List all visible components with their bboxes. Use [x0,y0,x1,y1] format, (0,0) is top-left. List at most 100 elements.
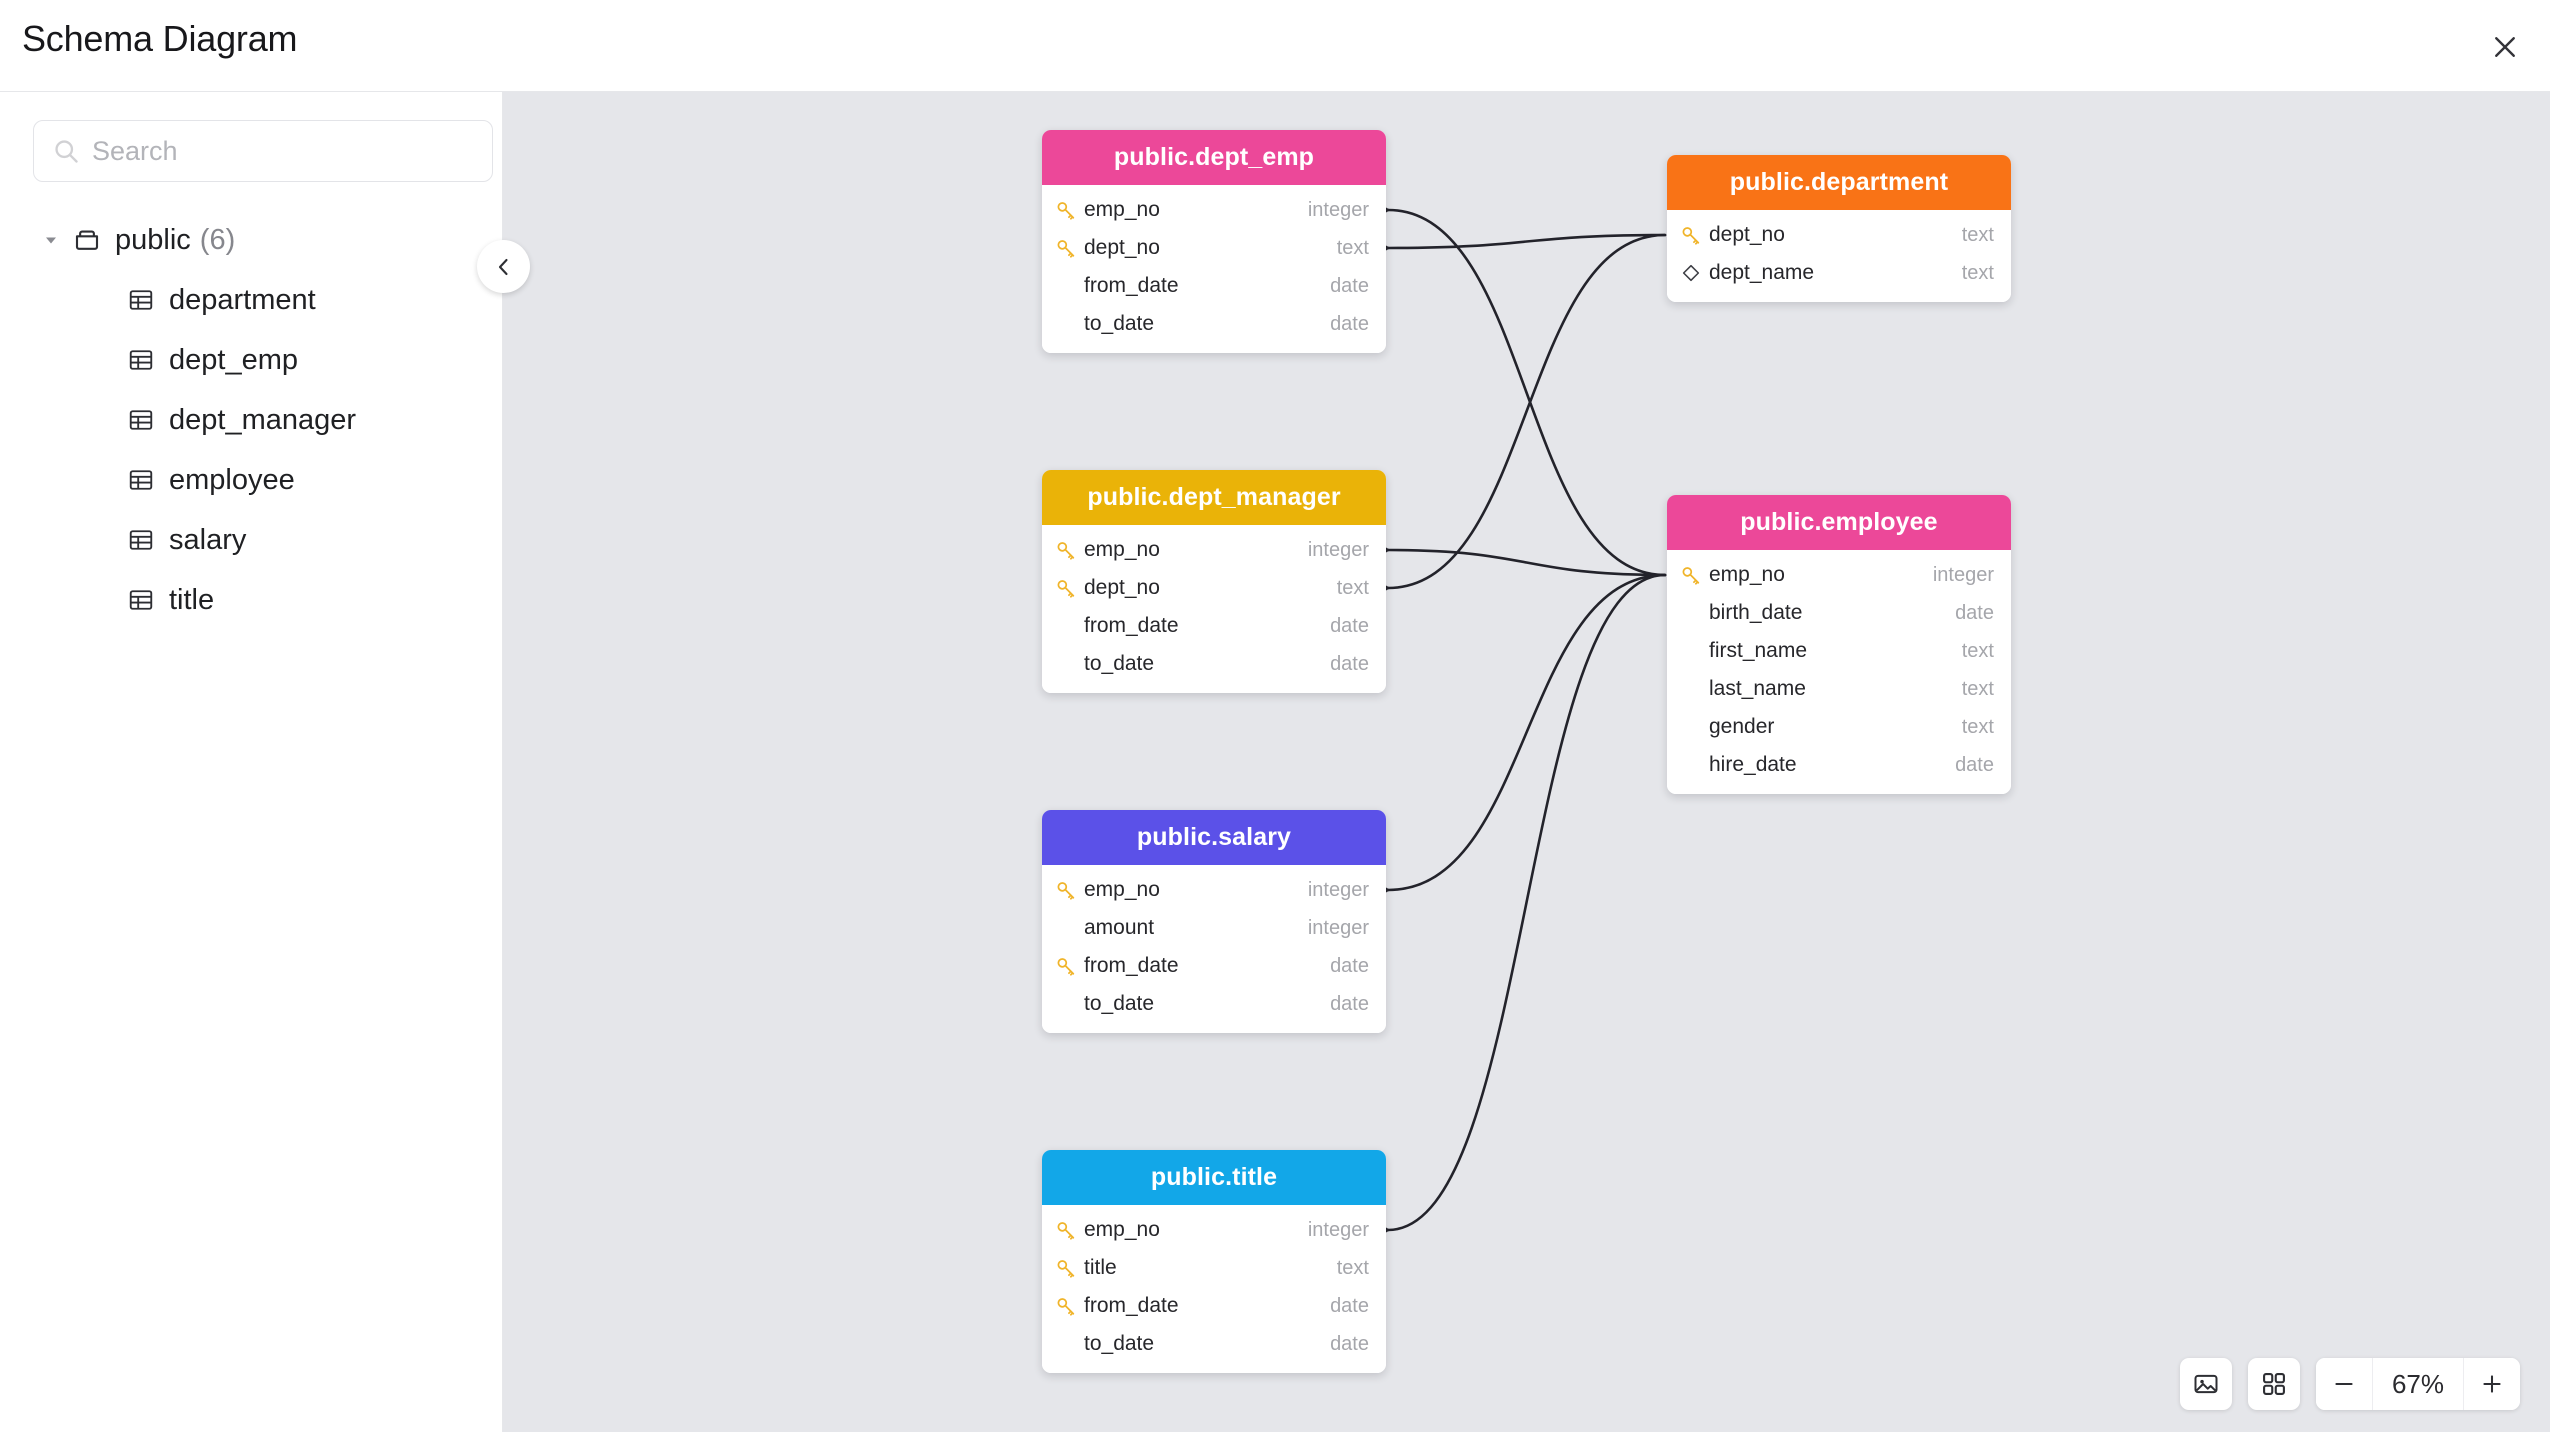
field-name: to_date [1084,992,1155,1015]
field-type: date [1330,312,1369,335]
field-type: date [1330,652,1369,675]
field-type: date [1955,601,1994,624]
table-field-emp_no[interactable]: emp_no integer [1042,871,1386,909]
search-box[interactable] [33,120,493,182]
sidebar-item-label: dept_emp [169,343,298,376]
table-field-dept_no[interactable]: dept_no text [1667,216,2011,254]
tree-node-public[interactable]: public (6) [0,210,503,270]
relationship-edge [1386,208,1667,577]
table-node-title: public.salary [1042,810,1386,865]
diamond-icon [1682,264,1700,282]
sidebar-item-label: employee [169,463,295,496]
field-name: dept_no [1084,236,1160,259]
relationship-edge [1386,573,1667,1232]
field-type: integer [1932,563,1994,586]
table-field-dept_no[interactable]: dept_no text [1042,229,1386,267]
key-icon [1057,202,1075,220]
minus-icon [2335,1382,2353,1386]
tree-node-count: (6) [199,223,236,256]
table-node-title: public.dept_emp [1042,130,1386,185]
sidebar-item-department[interactable]: department [0,270,503,330]
sidebar-item-label: title [169,583,215,616]
relationship-edge [1386,233,1667,250]
table-icon [129,410,153,430]
field-name: emp_no [1084,538,1160,561]
field-type: text [1961,715,1994,738]
sidebar-item-label: dept_manager [169,403,357,436]
field-name: dept_no [1709,223,1785,246]
field-type: date [1955,753,1994,776]
field-name: emp_no [1084,878,1160,901]
field-type: text [1336,1256,1369,1279]
table-field-hire_date[interactable]: hire_date date [1667,746,2011,784]
field-name: last_name [1709,677,1806,700]
table-field-emp_no[interactable]: emp_no integer [1042,531,1386,569]
field-name: hire_date [1709,753,1797,776]
sidebar-item-salary[interactable]: salary [0,510,503,570]
field-name: birth_date [1709,601,1803,624]
key-icon [1057,580,1075,598]
field-name: dept_name [1709,261,1815,284]
key-icon [1057,542,1075,560]
sidebar-item-dept_manager[interactable]: dept_manager [0,390,503,450]
table-field-to_date[interactable]: to_date date [1042,645,1386,683]
search-input[interactable] [92,135,474,167]
table-field-birth_date[interactable]: birth_date date [1667,594,2011,632]
schema-icon [75,230,99,250]
field-name: to_date [1084,652,1155,675]
zoom-in-button[interactable] [2464,1358,2520,1410]
auto-layout-button[interactable] [2248,1358,2300,1410]
field-name: from_date [1084,614,1179,637]
export-image-button[interactable] [2180,1358,2232,1410]
field-type: text [1961,223,1994,246]
zoom-out-button[interactable] [2316,1358,2372,1410]
table-node-title: public.dept_manager [1042,470,1386,525]
caret-down-icon[interactable] [40,229,62,251]
field-type: text [1336,236,1369,259]
zoom-level-label[interactable]: 67% [2372,1358,2464,1410]
relationship-edge [1386,548,1667,577]
table-node-title: public.department [1667,155,2011,210]
field-name: emp_no [1084,198,1160,221]
sidebar-item-employee[interactable]: employee [0,450,503,510]
field-type: integer [1307,538,1369,561]
table-field-to_date[interactable]: to_date date [1042,305,1386,343]
close-button[interactable] [2478,20,2532,74]
collapse-sidebar-button[interactable] [477,240,530,293]
sidebar-item-dept_emp[interactable]: dept_emp [0,330,503,390]
key-icon [1057,1260,1075,1278]
key-icon [1682,227,1700,245]
sidebar-item-title[interactable]: title [0,570,503,630]
field-type: integer [1307,878,1369,901]
key-icon [1057,1222,1075,1240]
table-icon [129,590,153,610]
field-name: to_date [1084,312,1155,335]
table-icon [129,470,153,490]
